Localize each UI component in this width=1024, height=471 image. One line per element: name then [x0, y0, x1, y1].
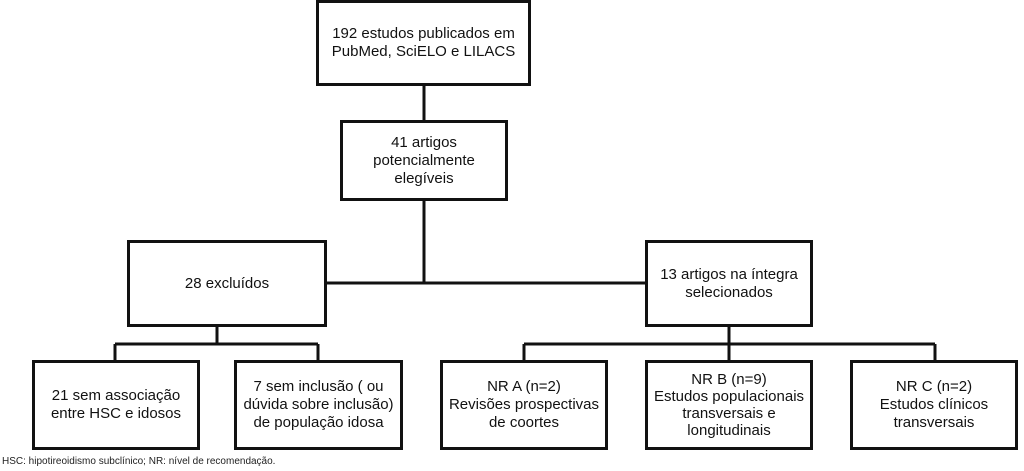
node-no-association-line-2: entre HSC e idosos	[50, 405, 182, 422]
node-start: 192 estudos publicados em PubMed, SciELO…	[316, 0, 531, 86]
node-potential-line-2: potencialmente	[373, 151, 475, 169]
node-nr-a-line-1: NR A (n=2)	[487, 378, 561, 395]
node-nr-a: NR A (n=2) Revisões prospectivas de coor…	[440, 360, 608, 450]
node-selected-line-2: selecionados	[685, 283, 773, 301]
node-potential-line-1: 41 artigos	[391, 133, 457, 151]
node-nr-b-line-1: NR B (n=9)	[691, 371, 767, 388]
node-start-line-1: 192 estudos publicados em	[332, 25, 515, 42]
node-no-association: 21 sem associação entre HSC e idosos	[32, 360, 200, 450]
node-nr-a-line-2: Revisões prospectivas	[448, 396, 600, 413]
node-nr-b-line-4: longitudinais	[687, 422, 771, 439]
node-no-inclusion-line-2: dúvida sobre inclusão)	[243, 396, 394, 413]
footnote: HSC: hipotireoidismo subclínico; NR: nív…	[2, 456, 276, 467]
node-excluded: 28 excluídos	[127, 240, 327, 327]
node-nr-c: NR C (n=2) Estudos clínicos transversais	[850, 360, 1018, 450]
node-nr-c-line-1: NR C (n=2)	[895, 378, 973, 395]
node-no-association-line-1: 21 sem associação	[51, 387, 181, 404]
node-no-inclusion-line-3: de população idosa	[253, 414, 384, 431]
node-nr-b: NR B (n=9) Estudos populacionais transve…	[645, 360, 813, 450]
node-selected-line-1: 13 artigos na íntegra	[660, 265, 798, 283]
node-excluded-line-1: 28 excluídos	[184, 274, 270, 292]
node-start-line-2: PubMed, SciELO e LILACS	[331, 43, 516, 60]
node-nr-c-line-2: Estudos clínicos	[879, 396, 989, 413]
node-no-inclusion-line-1: 7 sem inclusão ( ou	[253, 378, 384, 395]
node-potential: 41 artigos potencialmente elegíveis	[340, 120, 508, 201]
node-potential-line-3: elegíveis	[394, 169, 454, 187]
node-no-inclusion: 7 sem inclusão ( ou dúvida sobre inclusã…	[234, 360, 403, 450]
node-nr-a-line-3: de coortes	[488, 414, 560, 431]
node-nr-c-line-3: transversais	[893, 414, 975, 431]
node-selected: 13 artigos na íntegra selecionados	[645, 240, 813, 327]
node-nr-b-line-3: transversais e	[682, 405, 776, 422]
node-nr-b-line-2: Estudos populacionais	[653, 388, 805, 405]
